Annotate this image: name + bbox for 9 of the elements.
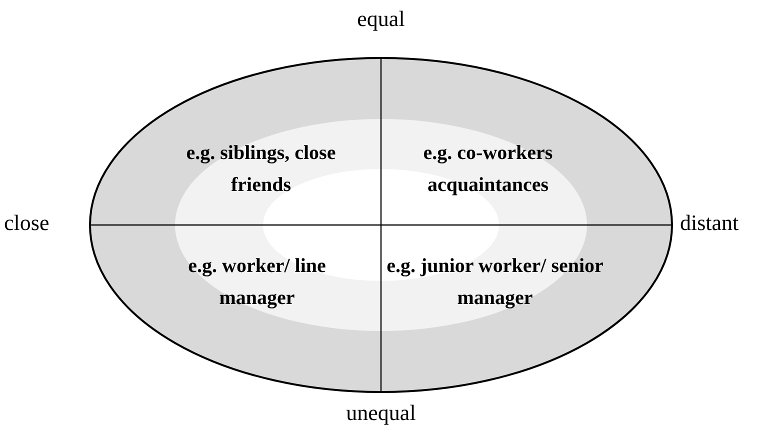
axis-label: distant xyxy=(680,209,740,237)
axis-label: equal xyxy=(356,5,406,33)
quadrant-text: e.g. co-workers acquaintances xyxy=(422,141,554,198)
axis-label: close xyxy=(4,209,50,237)
quadrant-text: e.g. siblings, close friends xyxy=(185,141,337,198)
quadrant-text: e.g. junior worker/ senior manager xyxy=(386,254,604,311)
oval-diagram xyxy=(89,57,673,393)
axis-label: unequal xyxy=(345,399,417,427)
quadrant-text: e.g. worker/ line manager xyxy=(187,254,327,311)
